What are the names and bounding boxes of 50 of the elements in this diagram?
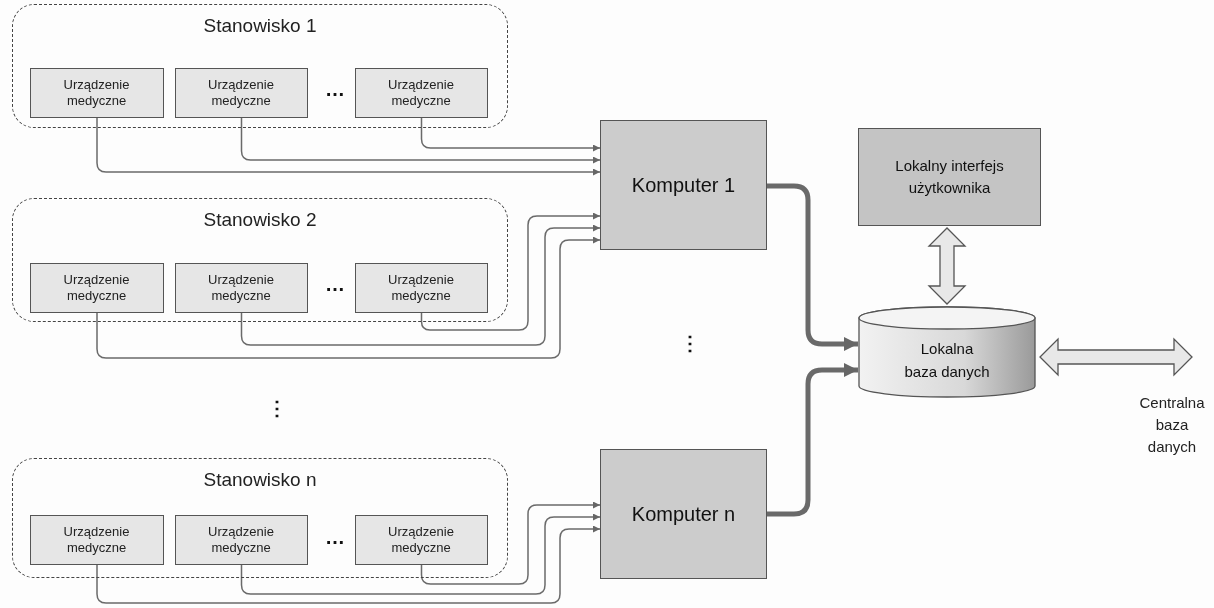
arrow bbox=[240, 117, 601, 164]
ellipsis-mark: … bbox=[324, 526, 346, 549]
arrow bbox=[420, 117, 601, 152]
interface-label: Lokalny interfejs użytkownika bbox=[894, 156, 1005, 198]
device-box bbox=[174, 67, 308, 118]
ellipsis-mark: ⋮ bbox=[266, 396, 288, 420]
device-box bbox=[29, 262, 164, 313]
device-box bbox=[174, 262, 308, 313]
device-label: Urządzenie medyczne bbox=[387, 271, 455, 304]
arrow bbox=[767, 363, 858, 517]
device-box bbox=[354, 514, 488, 565]
database-cylinder bbox=[858, 306, 1036, 398]
workstation-group bbox=[12, 458, 508, 578]
computer-label: Komputer 1 bbox=[631, 173, 736, 197]
device-label: Urządzenie medyczne bbox=[62, 76, 131, 109]
device-label: Urządzenie medyczne bbox=[207, 523, 275, 556]
arrow bbox=[420, 501, 601, 585]
device-label: Urządzenie medyczne bbox=[62, 271, 131, 304]
device-box bbox=[174, 514, 308, 565]
computer-box bbox=[600, 120, 767, 250]
double-arrow bbox=[1039, 337, 1193, 377]
interface-box bbox=[858, 128, 1041, 226]
database-label: Lokalna baza danych bbox=[903, 339, 991, 382]
ellipsis-mark: ⋮ bbox=[679, 331, 701, 355]
arrow bbox=[420, 212, 601, 331]
device-label: Urządzenie medyczne bbox=[207, 271, 275, 304]
arrow bbox=[96, 117, 601, 176]
device-label: Urządzenie medyczne bbox=[207, 76, 275, 109]
group-title: Stanowisko 2 bbox=[202, 209, 318, 231]
arrow bbox=[240, 224, 601, 346]
ellipsis-mark: … bbox=[324, 273, 346, 296]
device-label: Urządzenie medyczne bbox=[387, 76, 455, 109]
arrow bbox=[96, 525, 601, 604]
device-label: Urządzenie medyczne bbox=[62, 523, 131, 556]
device-box bbox=[354, 262, 488, 313]
double-arrow bbox=[927, 227, 967, 305]
workstation-group bbox=[12, 4, 508, 128]
computer-box bbox=[600, 449, 767, 579]
group-title: Stanowisko n bbox=[202, 469, 318, 491]
arrow bbox=[240, 513, 601, 595]
group-title: Stanowisko 1 bbox=[202, 15, 318, 37]
device-box bbox=[29, 514, 164, 565]
arrow bbox=[767, 183, 858, 351]
device-box bbox=[29, 67, 164, 118]
workstation-group bbox=[12, 198, 508, 322]
computer-label: Komputer n bbox=[631, 502, 736, 526]
device-label: Urządzenie medyczne bbox=[387, 523, 455, 556]
ellipsis-mark: … bbox=[324, 78, 346, 101]
arrow bbox=[96, 236, 601, 359]
device-box bbox=[354, 67, 488, 118]
